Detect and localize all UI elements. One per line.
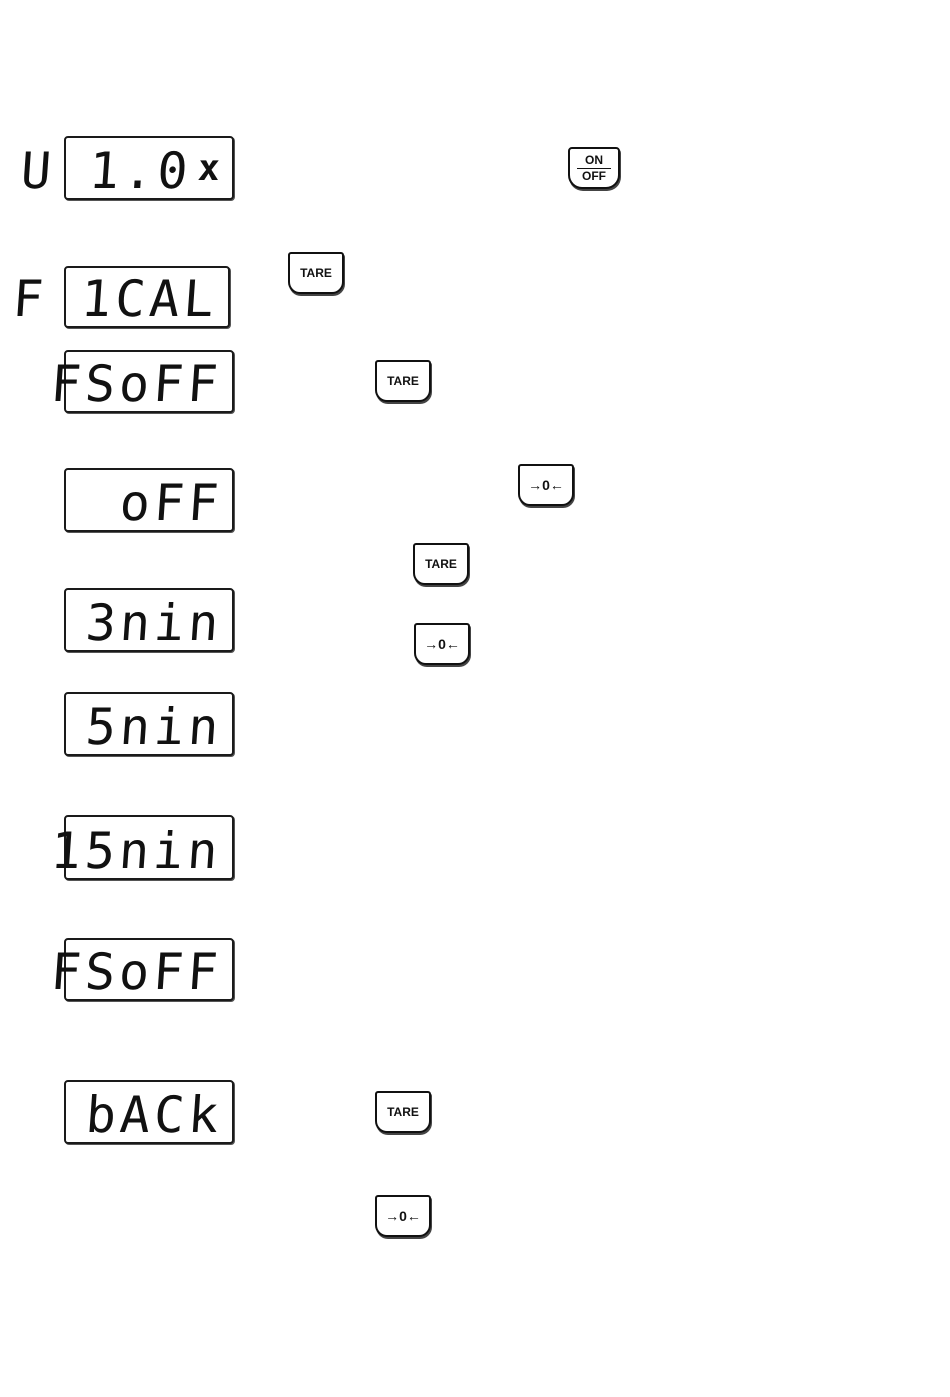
- tare-key-label: TARE: [300, 266, 332, 280]
- lcd-text: bACk: [84, 1090, 224, 1140]
- zero-key-label: →0←: [528, 477, 564, 493]
- lcd-display-off: oFF: [64, 468, 234, 532]
- lcd-text: FSoFF: [50, 947, 224, 997]
- lcd-text: U 1.0: [20, 146, 194, 196]
- lcd-text: 3nin: [84, 598, 224, 648]
- tare-key[interactable]: TARE: [413, 543, 469, 585]
- lcd-display-15min: 15nin: [64, 815, 234, 880]
- lcd-display-fical: F 1CAL: [64, 266, 230, 328]
- tare-key[interactable]: TARE: [375, 1091, 431, 1133]
- lcd-display-fsoff: FSoFF: [64, 350, 234, 413]
- lcd-display-5min: 5nin: [64, 692, 234, 756]
- tare-key-label: TARE: [387, 374, 419, 388]
- zero-key[interactable]: →0←: [414, 623, 470, 665]
- zero-key[interactable]: →0←: [375, 1195, 431, 1237]
- lcd-display-version: U 1.0 x: [64, 136, 234, 200]
- lcd-text: oFF: [118, 478, 224, 528]
- zero-key-label: →0←: [424, 636, 460, 652]
- lcd-display-fsoff-2: FSoFF: [64, 938, 234, 1001]
- lcd-display-back: bACk: [64, 1080, 234, 1144]
- on-off-key[interactable]: ON OFF: [568, 147, 620, 189]
- zero-key-label: →0←: [385, 1208, 421, 1224]
- lcd-text: 5nin: [84, 702, 224, 752]
- tare-key-label: TARE: [387, 1105, 419, 1119]
- off-label: OFF: [577, 169, 611, 183]
- lcd-text: 15nin: [50, 826, 224, 876]
- lcd-text: FSoFF: [50, 359, 224, 409]
- lcd-display-3min: 3nin: [64, 588, 234, 652]
- zero-key[interactable]: →0←: [518, 464, 574, 506]
- lcd-version-suffix: x: [197, 144, 226, 194]
- on-label: ON: [577, 154, 611, 169]
- lcd-text: F 1CAL: [12, 274, 220, 324]
- tare-key[interactable]: TARE: [375, 360, 431, 402]
- tare-key[interactable]: TARE: [288, 252, 344, 294]
- tare-key-label: TARE: [425, 557, 457, 571]
